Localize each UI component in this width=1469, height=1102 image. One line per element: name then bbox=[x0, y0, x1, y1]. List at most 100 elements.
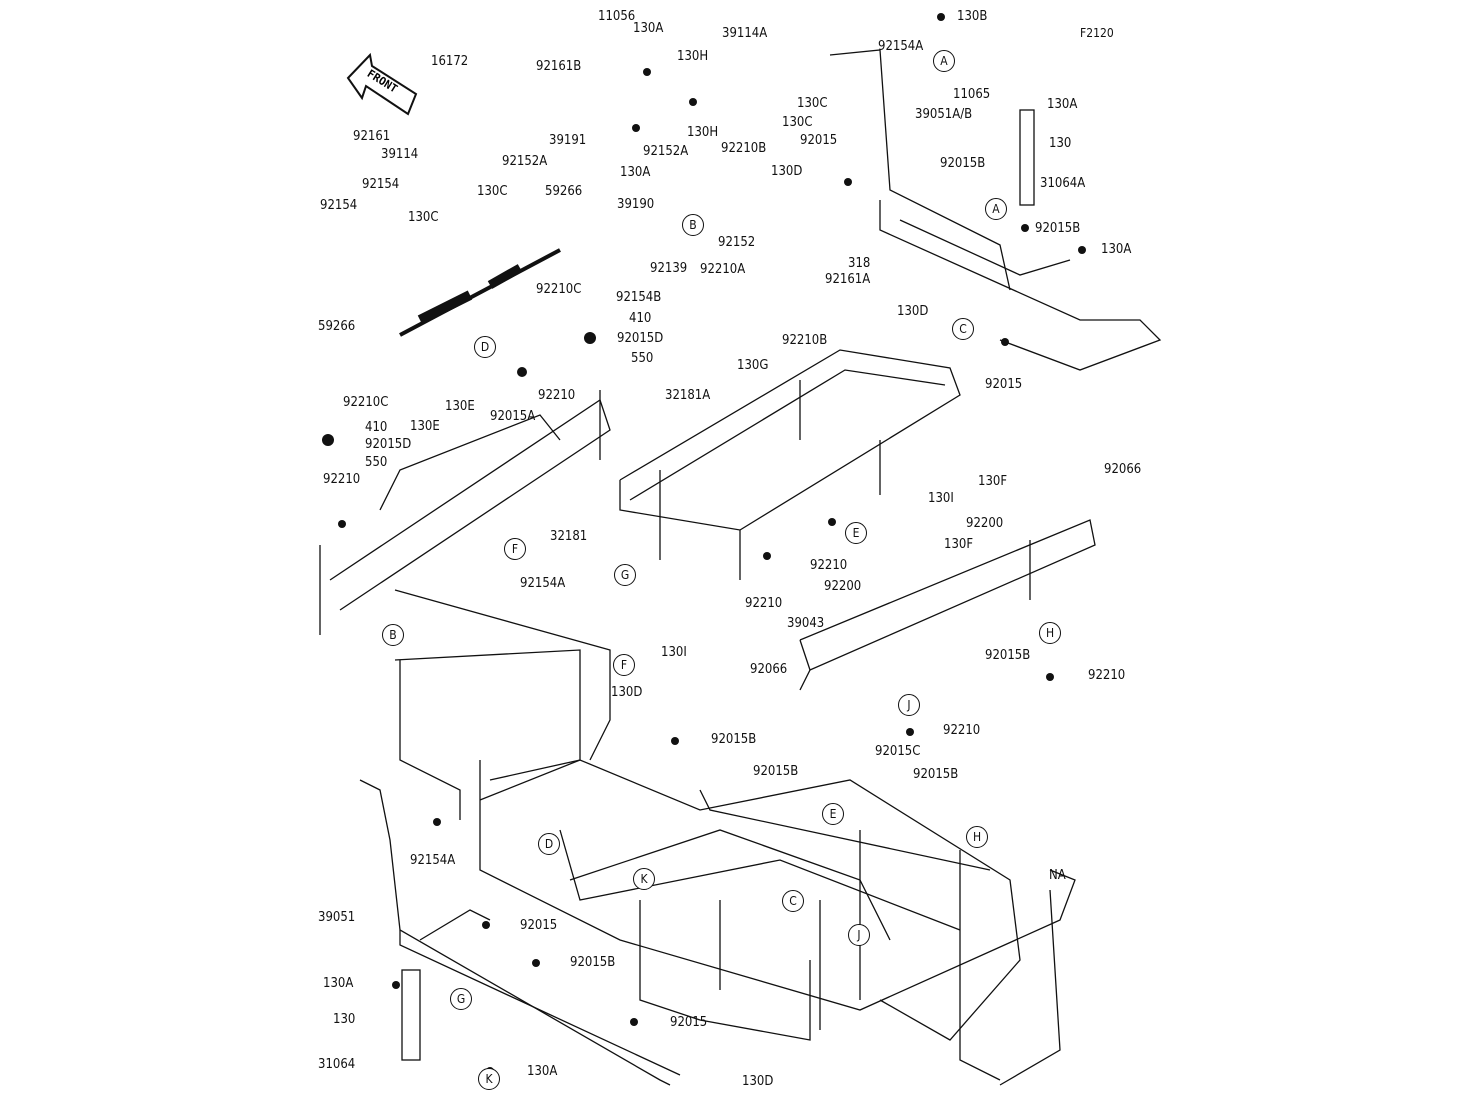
part-number-label: 130E bbox=[445, 399, 475, 414]
part-number-label: 130G bbox=[737, 358, 769, 373]
reference-letter-marker: D bbox=[538, 833, 560, 855]
part-number-label: NA bbox=[1049, 868, 1066, 883]
reference-letter-marker: B bbox=[382, 624, 404, 646]
part-number-label: 92210 bbox=[810, 558, 848, 573]
part-number-label: 92015 bbox=[670, 1015, 708, 1030]
part-number-label: 92066 bbox=[750, 662, 788, 677]
part-number-label: 92015 bbox=[800, 133, 838, 148]
part-number-label: 92015D bbox=[617, 331, 664, 346]
part-number-label: 59266 bbox=[545, 184, 583, 199]
part-number-label: 92154A bbox=[878, 39, 924, 54]
part-number-label: 16172 bbox=[431, 54, 469, 69]
part-number-label: 130 bbox=[1049, 136, 1072, 151]
part-number-label: 550 bbox=[631, 351, 654, 366]
part-number-label: 39051A/B bbox=[915, 107, 973, 122]
reference-letter-marker: J bbox=[848, 924, 870, 946]
part-number-label: 130A bbox=[323, 976, 354, 991]
part-number-label: 92154 bbox=[320, 198, 358, 213]
part-number-label: 92161A bbox=[825, 272, 871, 287]
part-number-label: 130C bbox=[408, 210, 439, 225]
part-number-label: 410 bbox=[365, 420, 388, 435]
part-number-label: 130C bbox=[477, 184, 508, 199]
reference-letter-marker: G bbox=[614, 564, 636, 586]
part-number-label: 92200 bbox=[824, 579, 862, 594]
reference-letter-marker: F bbox=[504, 538, 526, 560]
part-number-label: 39114A bbox=[722, 26, 768, 41]
part-number-label: 130F bbox=[944, 537, 974, 552]
part-number-label: 550 bbox=[365, 455, 388, 470]
part-number-label: 130A bbox=[527, 1064, 558, 1079]
part-number-label: 39191 bbox=[549, 133, 587, 148]
part-number-label: 92015B bbox=[913, 767, 959, 782]
reference-letter-marker: D bbox=[474, 336, 496, 358]
part-number-label: 130C bbox=[797, 96, 828, 111]
part-number-label: 130D bbox=[897, 304, 929, 319]
part-number-label: 130H bbox=[687, 125, 719, 140]
part-number-label: 318 bbox=[848, 256, 871, 271]
reference-letter-marker: H bbox=[1039, 622, 1061, 644]
reference-letter-marker: G bbox=[450, 988, 472, 1010]
part-number-label: 130A bbox=[633, 21, 664, 36]
reference-letter-marker: J bbox=[898, 694, 920, 716]
part-number-label: 130 bbox=[333, 1012, 356, 1027]
part-number-label: 410 bbox=[629, 311, 652, 326]
part-number-label: 92015B bbox=[753, 764, 799, 779]
part-number-label: 130E bbox=[410, 419, 440, 434]
reference-letter-marker: K bbox=[478, 1068, 500, 1090]
part-number-label: 92015B bbox=[940, 156, 986, 171]
part-number-label: 92210C bbox=[343, 395, 389, 410]
part-number-label: 92210A bbox=[700, 262, 746, 277]
part-number-label: 92154 bbox=[362, 177, 400, 192]
part-number-label: 59266 bbox=[318, 319, 356, 334]
part-number-label: 92139 bbox=[650, 261, 688, 276]
part-number-label: 130A bbox=[620, 165, 651, 180]
front-arrow-icon bbox=[346, 52, 418, 116]
part-number-label: 130D bbox=[771, 164, 803, 179]
part-number-label: 92210 bbox=[538, 388, 576, 403]
part-number-label: 130D bbox=[611, 685, 643, 700]
part-number-label: 92015C bbox=[875, 744, 921, 759]
part-number-label: 32181A bbox=[665, 388, 711, 403]
reference-letter-marker: B bbox=[682, 214, 704, 236]
part-number-label: 92154A bbox=[520, 576, 566, 591]
part-number-label: 92210 bbox=[1088, 668, 1126, 683]
reference-letter-marker: K bbox=[633, 868, 655, 890]
reference-letter-marker: H bbox=[966, 826, 988, 848]
part-number-label: 92210B bbox=[721, 141, 767, 156]
part-number-label: 92154B bbox=[616, 290, 662, 305]
part-number-label: 39043 bbox=[787, 616, 825, 631]
part-number-label: 92152A bbox=[643, 144, 689, 159]
part-number-label: 39051 bbox=[318, 910, 356, 925]
part-number-label: 130B bbox=[957, 9, 988, 24]
part-number-label: 92015 bbox=[985, 377, 1023, 392]
diagram-code: F2120 bbox=[1080, 26, 1114, 40]
part-number-label: 92161B bbox=[536, 59, 582, 74]
reference-letter-marker: F bbox=[613, 654, 635, 676]
part-number-label: 92154A bbox=[410, 853, 456, 868]
reference-letter-marker: E bbox=[822, 803, 844, 825]
part-number-label: 11065 bbox=[953, 87, 991, 102]
part-number-label: 130C bbox=[782, 115, 813, 130]
part-number-label: 31064A bbox=[1040, 176, 1086, 191]
part-number-label: 92161 bbox=[353, 129, 391, 144]
part-number-label: 39190 bbox=[617, 197, 655, 212]
part-number-label: 130H bbox=[677, 49, 709, 64]
part-number-label: 130I bbox=[661, 645, 687, 660]
reference-letter-marker: E bbox=[845, 522, 867, 544]
part-number-label: 92015B bbox=[1035, 221, 1081, 236]
part-number-label: 130A bbox=[1047, 97, 1078, 112]
part-number-label: 92200 bbox=[966, 516, 1004, 531]
part-number-label: 92015B bbox=[985, 648, 1031, 663]
part-number-label: 92210 bbox=[943, 723, 981, 738]
part-number-label: 92210B bbox=[782, 333, 828, 348]
part-number-label: 32181 bbox=[550, 529, 588, 544]
part-number-label: 92066 bbox=[1104, 462, 1142, 477]
part-number-label: 92152A bbox=[502, 154, 548, 169]
part-number-label: 92015B bbox=[570, 955, 616, 970]
part-number-label: 39114 bbox=[381, 147, 419, 162]
part-number-label: 31064 bbox=[318, 1057, 356, 1072]
part-number-label: 11056 bbox=[598, 9, 636, 24]
part-number-label: 130F bbox=[978, 474, 1008, 489]
